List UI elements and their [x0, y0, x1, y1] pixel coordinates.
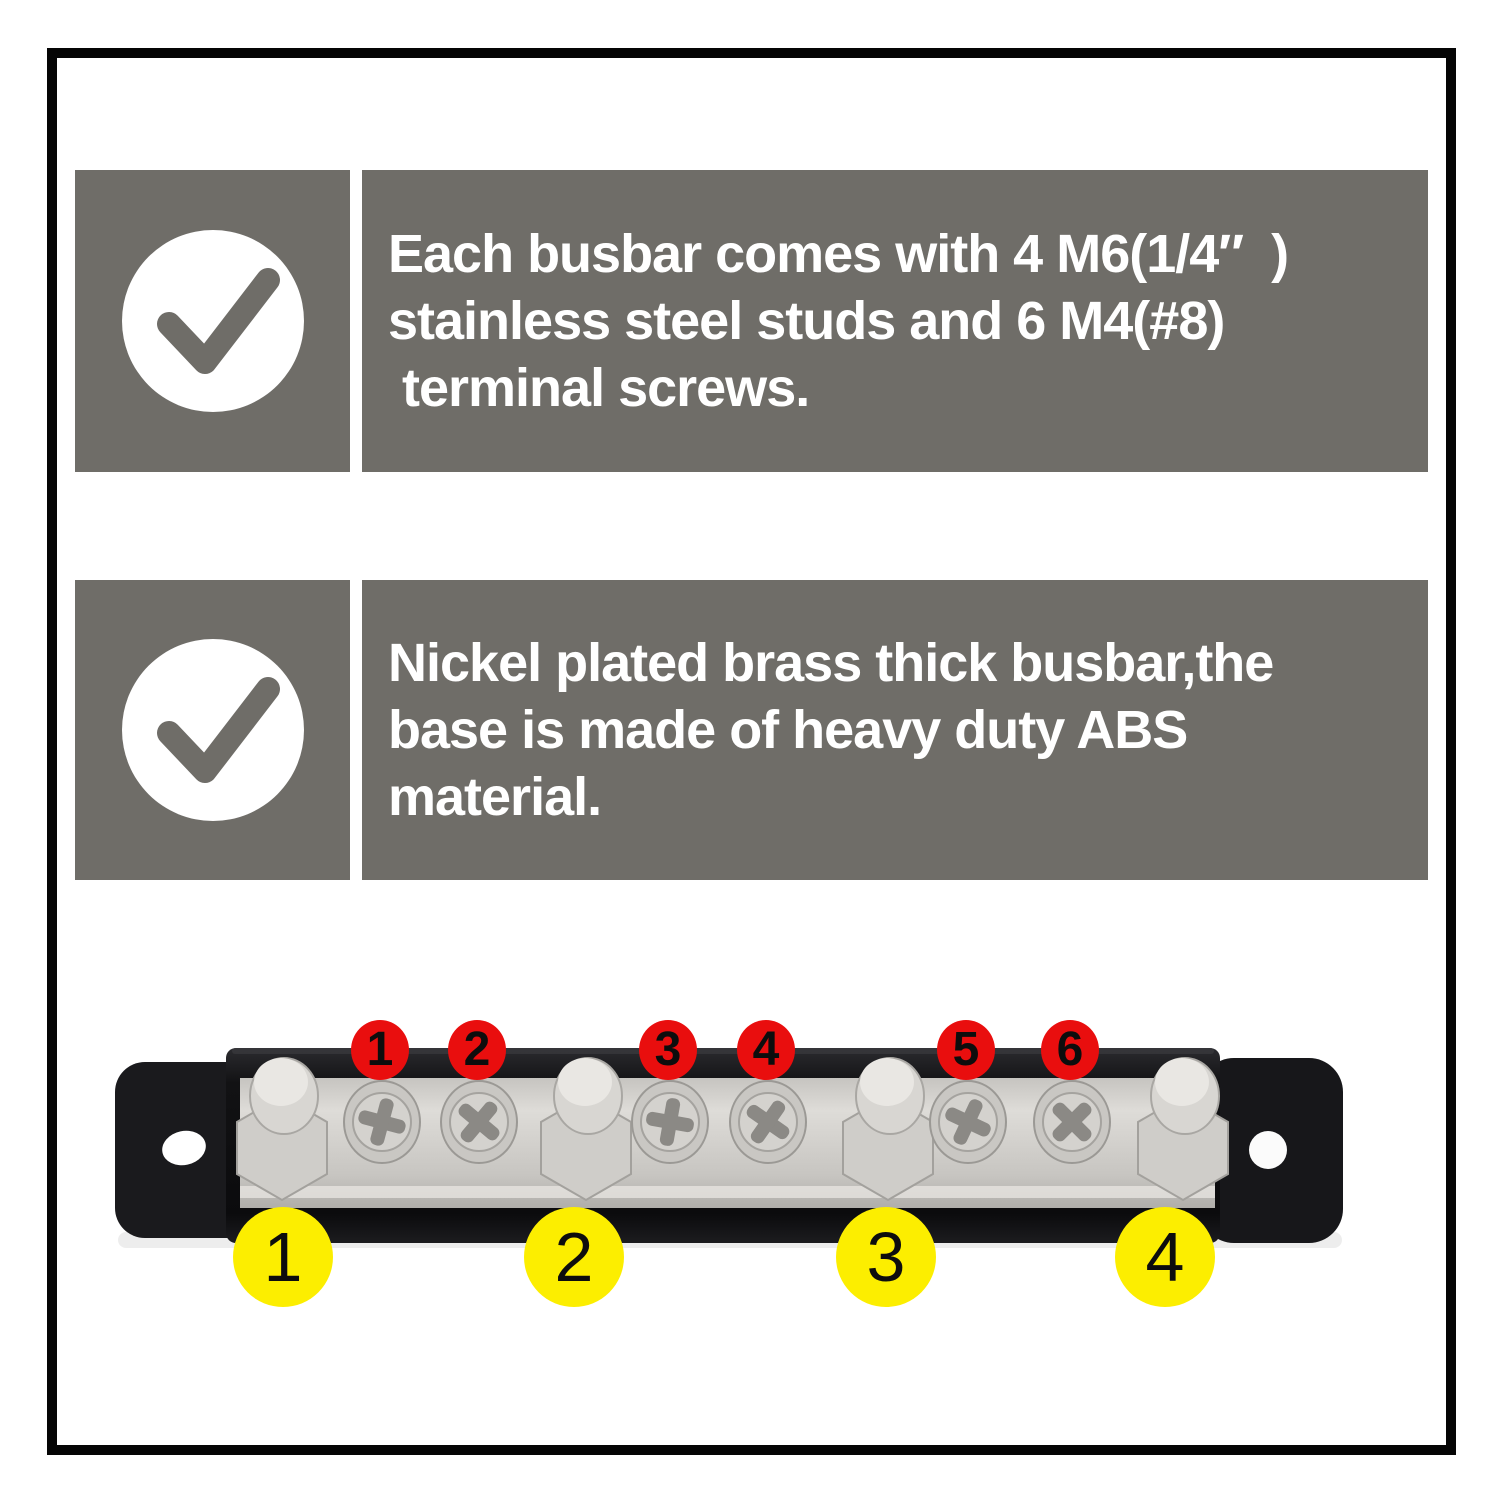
feature-line: base is made of heavy duty ABS	[388, 699, 1188, 760]
base-left-tab	[115, 1062, 260, 1238]
feature-line: terminal screws.	[388, 357, 810, 418]
feature-line: Each busbar comes with 4 M6(1/4″ )	[388, 223, 1289, 284]
terminal-screw	[440, 1080, 518, 1164]
check-icon-box	[75, 580, 350, 880]
screw-number-badge: 1	[351, 1020, 409, 1080]
check-mark-icon	[156, 268, 280, 374]
terminal-screws	[343, 1080, 1111, 1164]
stud-terminal	[1137, 1057, 1229, 1202]
feature-row-studs: Each busbar comes with 4 M6(1/4″ ) stain…	[75, 170, 1428, 472]
stud-number-badge: 4	[1115, 1207, 1215, 1307]
column-gap	[350, 580, 362, 880]
mounting-hole-right	[1249, 1131, 1287, 1169]
column-gap	[350, 170, 362, 472]
feature-text-material: Nickel plated brass thick busbar,the bas…	[362, 580, 1428, 880]
busbar-photo: 1 2 3 4 5 6 1 2 3 4	[0, 980, 1500, 1400]
screw-number-badge: 4	[737, 1020, 795, 1080]
screw-number-badge: 6	[1041, 1020, 1099, 1080]
terminal-screw	[1033, 1080, 1111, 1164]
stud-number-badge: 3	[836, 1207, 936, 1307]
mounting-hole-left	[162, 1130, 206, 1166]
stud-number-badge: 2	[524, 1207, 624, 1307]
feature-line: material.	[388, 766, 602, 827]
terminal-screw	[343, 1080, 421, 1164]
feature-row-material: Nickel plated brass thick busbar,the bas…	[75, 580, 1428, 880]
stud-terminal	[540, 1057, 632, 1202]
feature-line: stainless steel studs and 6 M4(#8)	[388, 290, 1225, 351]
screw-number-badge: 2	[448, 1020, 506, 1080]
check-mark-icon	[156, 677, 280, 783]
check-icon	[121, 639, 304, 821]
terminal-screw	[929, 1080, 1007, 1164]
screw-number-badge: 5	[937, 1020, 995, 1080]
stud-terminals	[236, 1057, 1229, 1202]
feature-text-studs: Each busbar comes with 4 M6(1/4″ ) stain…	[362, 170, 1428, 472]
stud-terminal	[236, 1057, 328, 1202]
feature-line: Nickel plated brass thick busbar,the	[388, 632, 1274, 693]
stud-terminal	[842, 1057, 934, 1202]
stud-number-badge: 1	[233, 1207, 333, 1307]
terminal-screw	[729, 1080, 807, 1164]
check-icon-box	[75, 170, 350, 472]
border-frame	[47, 48, 1456, 1455]
check-icon	[121, 230, 304, 412]
base-right-tab	[1200, 1058, 1343, 1243]
terminal-screw	[631, 1080, 709, 1164]
screw-number-badge: 3	[639, 1020, 697, 1080]
